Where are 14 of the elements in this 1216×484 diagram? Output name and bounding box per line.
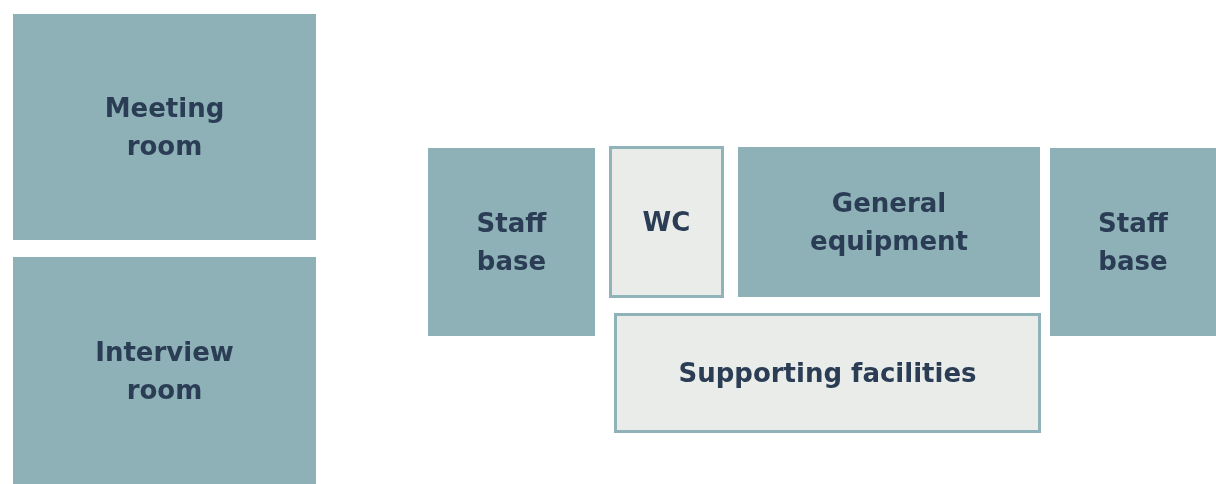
facility-block (609, 146, 724, 298)
room-label: General equipment (809, 187, 969, 258)
room-label: Supporting facilities (678, 357, 977, 390)
room-block (428, 148, 595, 336)
room-label: Interview room (94, 335, 235, 407)
room-block (13, 257, 316, 484)
room-block (1050, 148, 1216, 336)
room-label: Meeting room (103, 92, 226, 163)
room-label: Staff base (1097, 207, 1169, 278)
room-block (738, 147, 1040, 297)
room-label: Staff base (475, 207, 548, 278)
room-block (13, 14, 316, 240)
room-label: WC (642, 206, 691, 239)
facility-block (614, 313, 1041, 433)
